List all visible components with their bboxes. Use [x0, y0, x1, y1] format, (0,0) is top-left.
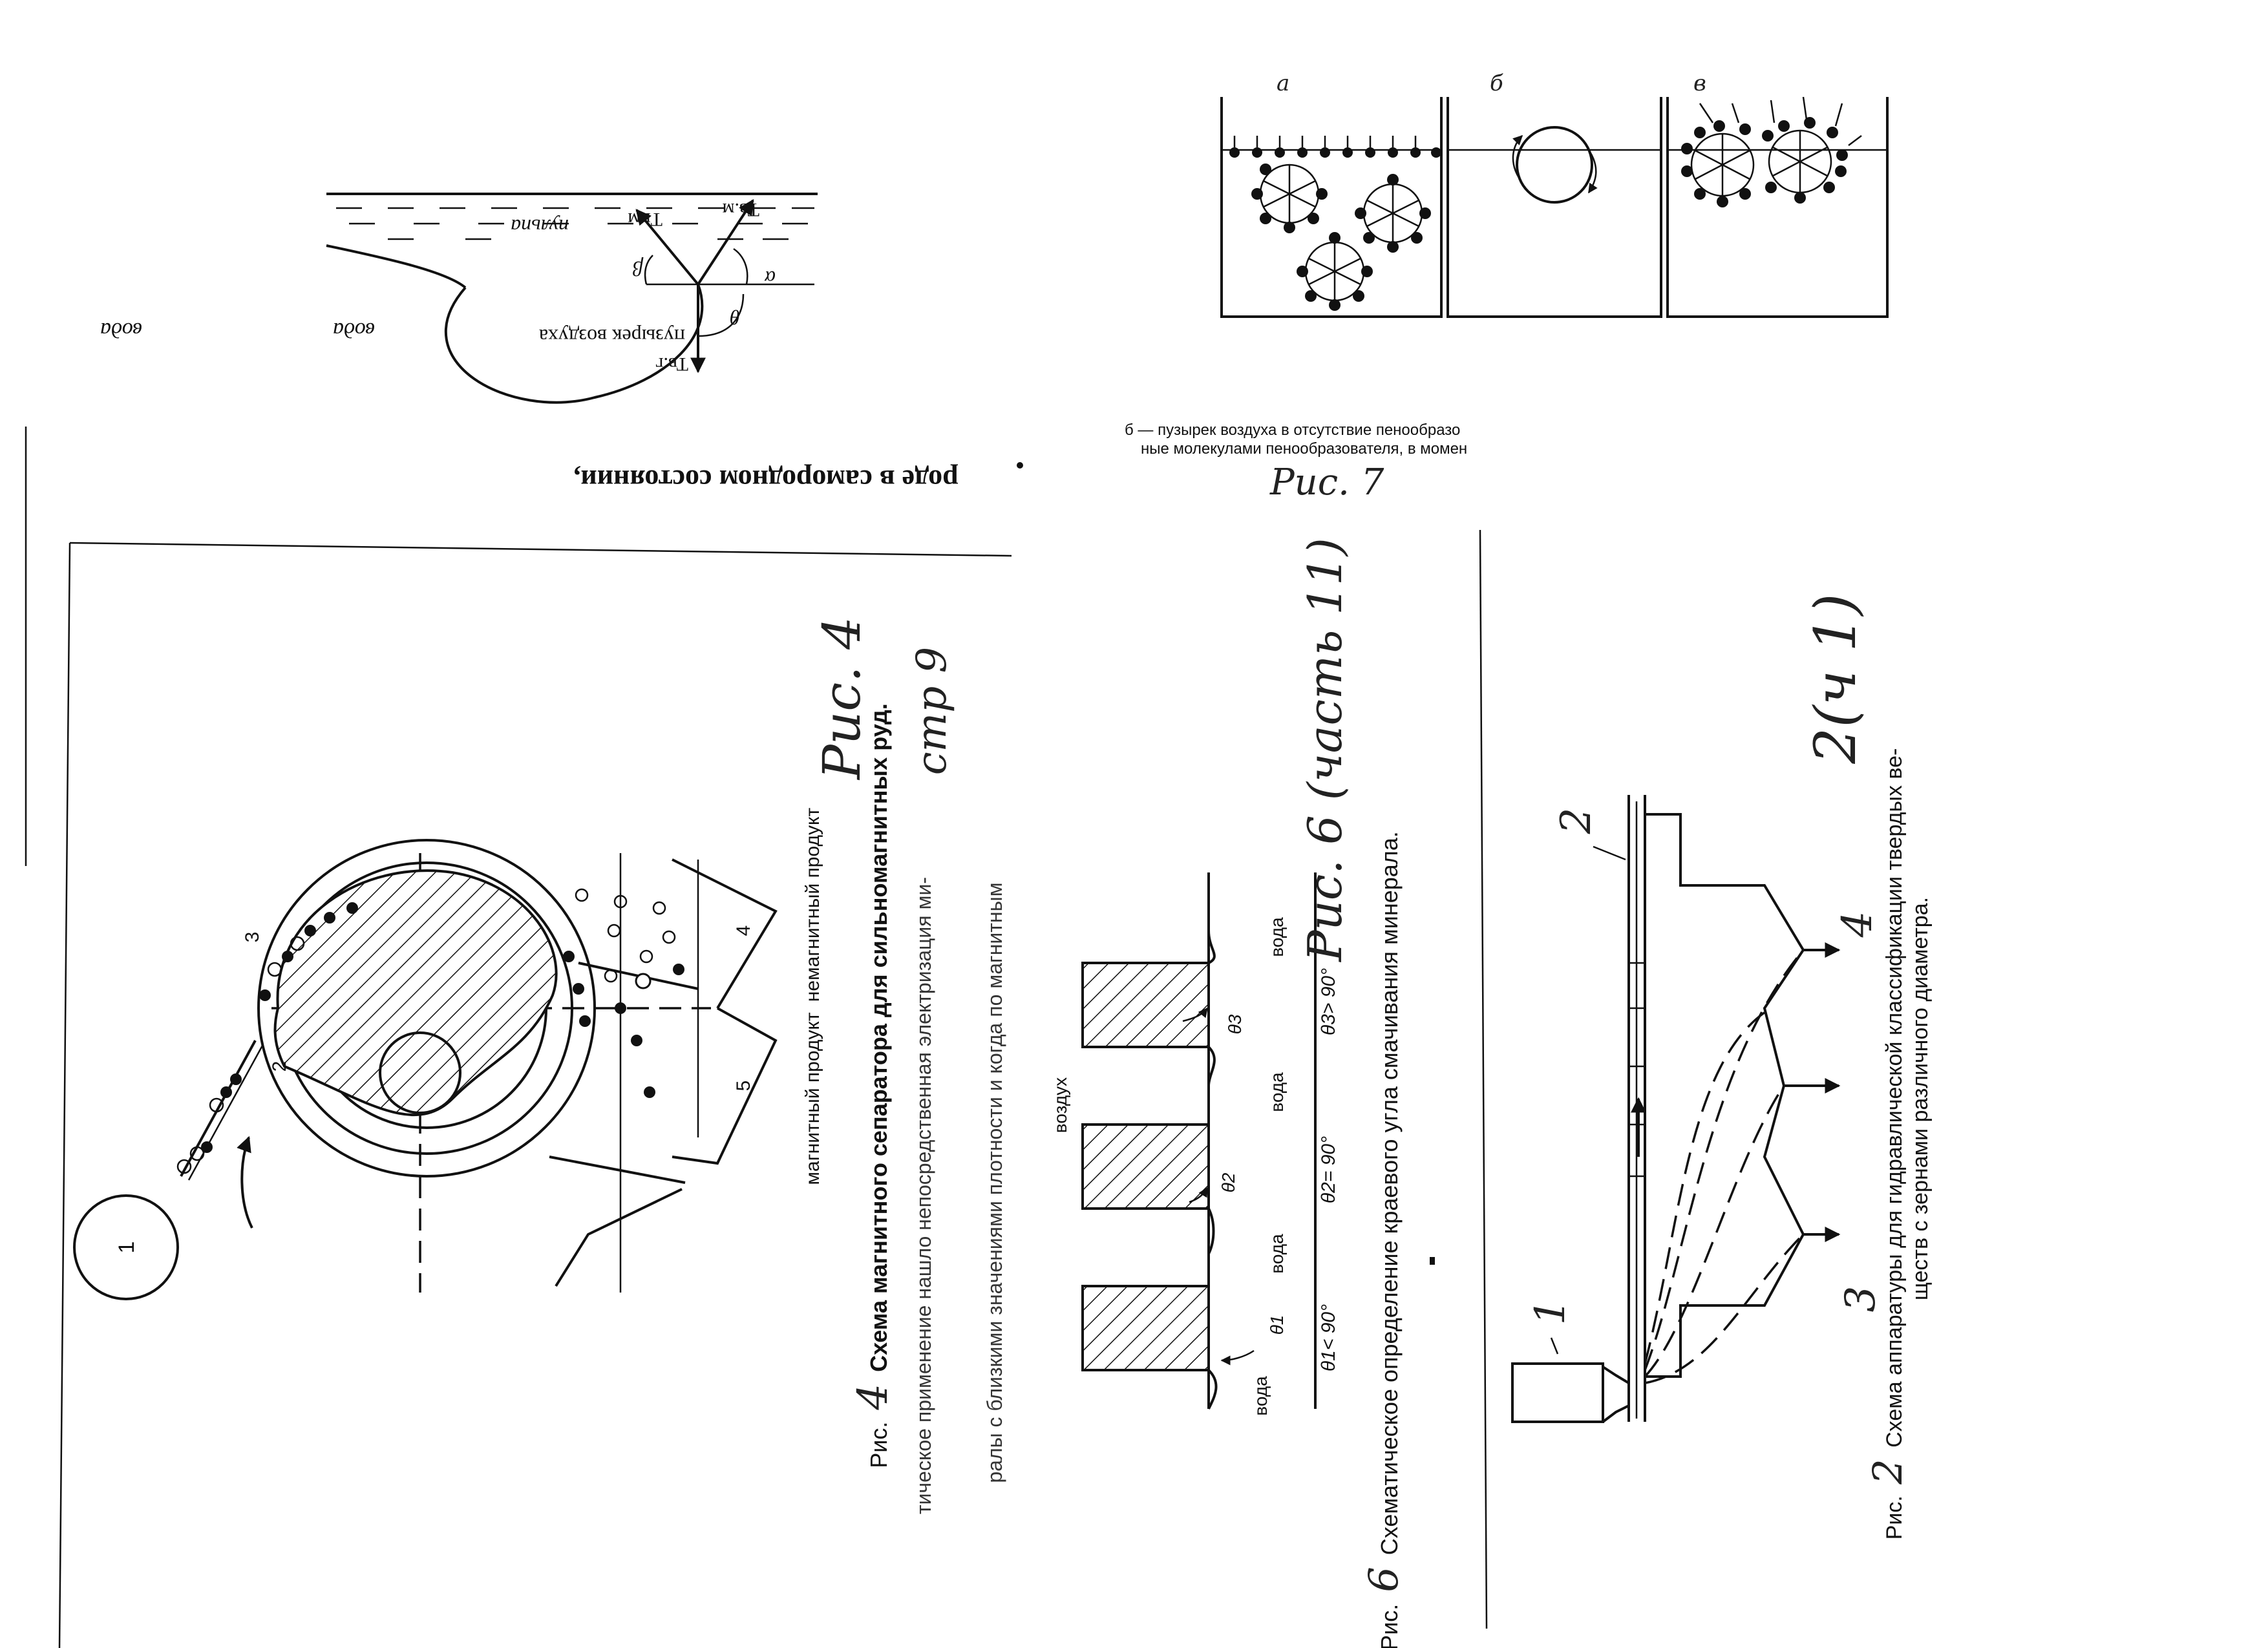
classifier-label-3: 3	[1837, 1286, 1885, 1313]
cut-text-2: ралы с близкими значениями плотности и к…	[983, 882, 1006, 1483]
fig6-caption-text: Схематическое определение краевого угла …	[1376, 831, 1403, 1555]
classifier-label-2: 2	[1553, 808, 1600, 835]
magnetic-separator-figure: 1 2	[73, 617, 1006, 1514]
bubble-b	[1516, 126, 1593, 204]
fig4-handwritten-number: 4	[849, 1384, 897, 1411]
wetting-angle-figure: вода вода вода вода воздух θ1 θ2 θ3 θ1< …	[1050, 538, 1435, 1648]
theta1-label: θ1	[1267, 1315, 1287, 1335]
fig6-handwritten-number: 6	[1360, 1567, 1407, 1592]
panel-label-v: в	[1693, 70, 1706, 96]
t-vm-label: Тв.м	[723, 199, 759, 220]
header-fragment: роде в самородном состоянии,	[573, 464, 958, 496]
label-2: 2	[269, 1061, 290, 1072]
condition-2: θ2= 90°	[1318, 1136, 1339, 1203]
fig4-caption: Рис. 4 Схема магнитного сепаратора для с…	[849, 703, 897, 1468]
water-label-2: вода	[1267, 1234, 1287, 1274]
label-1: 1	[114, 1241, 139, 1254]
label-3: 3	[242, 932, 263, 943]
mineral-plate-2	[1081, 1123, 1210, 1210]
header-fragment-text: роде в самородном состоянии,	[573, 464, 958, 496]
theta3-label: θ3	[1225, 1014, 1245, 1034]
water-label-4: вода	[1267, 917, 1287, 957]
fig6-handwritten-note: Рис. 6 (часть 11)	[1298, 538, 1352, 963]
mineral-plate-1	[1081, 1285, 1210, 1371]
classifier-label-4: 4	[1834, 911, 1881, 938]
figure-7-panels: а б в	[1125, 70, 1889, 503]
bubble-v2	[1768, 129, 1832, 194]
pulp-label: пульпа	[511, 215, 569, 238]
fig7-caption-line1: б — пузырек воздуха в отсутствие пенообр…	[1125, 421, 1460, 439]
bubble-a3	[1297, 232, 1373, 311]
fig6-caption: Рис. 6 Схематическое определение краевог…	[1360, 831, 1407, 1648]
t-gm-label: Тг.м	[628, 209, 662, 230]
fig2-handwritten-note: 2(ч 1)	[1802, 593, 1869, 764]
air-label: воздух	[1050, 1077, 1070, 1133]
fig2-caption-line2: ществ с зернами различного диаметра.	[1908, 897, 1933, 1300]
water-label-1: вода	[1251, 1376, 1271, 1416]
label-5: 5	[733, 1081, 754, 1092]
nonmagnetic-product-label: немагнитный продукт	[802, 808, 823, 1002]
label-4: 4	[733, 925, 754, 936]
bubble-force-figure: вода вода пузырек воздуха пульпа Тв.г Тг…	[100, 193, 818, 404]
beta-label: β	[633, 257, 644, 280]
bubble-a2	[1355, 174, 1431, 253]
classifier-label-1: 1	[1527, 1299, 1574, 1326]
water-left-label: вода	[333, 318, 375, 342]
fig6-caption-prefix: Рис.	[1376, 1604, 1403, 1648]
feeder-circle	[73, 1194, 179, 1300]
fig4-handwritten-note: Рис. 4	[812, 617, 872, 781]
magnetic-product-label: магнитный продукт	[802, 1012, 823, 1185]
water-right-label: вода	[100, 318, 142, 342]
cut-text-1: тическое применение нашло непосредственн…	[912, 877, 935, 1514]
fig4-caption-prefix: Рис.	[865, 1422, 892, 1468]
theta-label: θ	[730, 306, 740, 329]
fig7-caption-line2: ные молекулами пенообразователя, в момен	[1141, 440, 1467, 458]
alpha-label: α	[764, 267, 776, 290]
fig4-caption-text: Схема магнитного сепаратора для сильнома…	[865, 703, 892, 1372]
bubble-label: пузырек воздуха	[539, 325, 685, 348]
panel-label-b: б	[1490, 70, 1503, 96]
water-label-3: вода	[1267, 1072, 1287, 1112]
fig2-caption-line1: Рис. 2 Схема аппаратуры для гидравлическ…	[1864, 748, 1911, 1540]
condition-3: θ3> 90°	[1318, 968, 1339, 1035]
fig7-handwritten: Рис. 7	[1269, 461, 1384, 503]
fig4-handwritten-page: стр 9	[908, 647, 956, 776]
mineral-plate-3	[1081, 962, 1210, 1048]
bubble-v1	[1690, 132, 1755, 197]
theta2-label: θ2	[1218, 1172, 1238, 1192]
feed-tank	[1511, 1362, 1604, 1423]
fig2-caption-prefix: Рис.	[1882, 1495, 1907, 1539]
hydraulic-classifier-figure: 1 2 3 4 Рис. 2 Схема аппаратуры для гидр…	[1511, 593, 1933, 1540]
panel-label-a: а	[1277, 70, 1289, 96]
condition-1: θ1< 90°	[1318, 1304, 1339, 1371]
fig2-handwritten-number: 2	[1864, 1459, 1911, 1484]
bubble-a1	[1251, 164, 1328, 233]
fig2-caption-text: Схема аппаратуры для гидравлической клас…	[1882, 748, 1907, 1448]
t-vg-label: Тв.г	[655, 354, 688, 375]
